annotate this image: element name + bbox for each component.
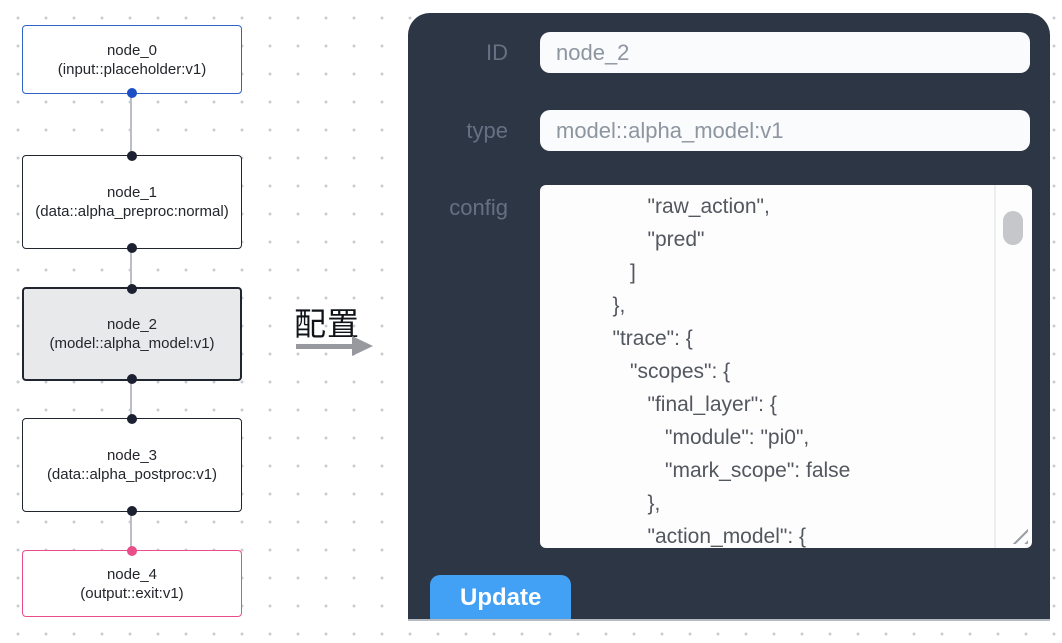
node-title: node_4 <box>106 565 158 583</box>
graph-node-node_3[interactable]: node_3 (data::alpha_postproc:v1) <box>22 414 242 516</box>
output-port[interactable] <box>127 88 137 98</box>
node-type-label: (data::alpha_preproc:normal) <box>35 203 229 220</box>
output-port[interactable] <box>127 506 137 516</box>
node-title: node_3 <box>106 447 158 464</box>
type-input[interactable] <box>540 110 1030 151</box>
graph-node-node_1[interactable]: node_1 (data::alpha_preproc:normal) <box>22 151 242 253</box>
config-scrollbar-thumb[interactable] <box>1003 211 1023 245</box>
node-title: node_1 <box>106 184 158 201</box>
right-arrow-icon <box>352 336 373 356</box>
configure-annotation: 配置 <box>294 306 361 342</box>
config-textarea[interactable]: "raw_action", "pred" ] }, "trace": { "sc… <box>540 185 1032 548</box>
node-title: node_0 <box>106 41 158 59</box>
update-button[interactable]: Update <box>430 575 572 619</box>
input-port[interactable] <box>127 284 137 294</box>
node-type-label: (output::exit:v1) <box>80 584 184 602</box>
node-title: node_2 <box>106 316 158 333</box>
node-type-label: (input::placeholder:v1) <box>57 60 207 78</box>
type-field-label: type <box>466 118 508 143</box>
node-config-panel: ID type config "raw_action", "pred" ] },… <box>408 13 1050 621</box>
output-port[interactable] <box>127 374 137 384</box>
node-type-label: (data::alpha_postproc:v1) <box>46 466 218 483</box>
id-field-label: ID <box>486 40 508 65</box>
graph-node-node_0[interactable]: node_0 (input::placeholder:v1) <box>22 25 242 98</box>
graph-node-node_4[interactable]: node_4 (output::exit:v1) <box>22 546 242 617</box>
edge-node0-node1 <box>130 94 132 155</box>
edge-node2-node3 <box>130 381 132 418</box>
node-type-label: (model::alpha_model:v1) <box>49 335 215 352</box>
output-port[interactable] <box>127 243 137 253</box>
input-port[interactable] <box>127 546 137 556</box>
edge-node1-node2 <box>130 249 132 287</box>
config-field-label: config <box>449 195 508 220</box>
edge-node3-node4 <box>130 512 132 550</box>
input-port[interactable] <box>127 151 137 161</box>
graph-node-node_2-selected[interactable]: node_2 (model::alpha_model:v1) <box>22 284 242 384</box>
right-arrow-icon <box>296 344 354 349</box>
id-input[interactable] <box>540 32 1030 73</box>
input-port[interactable] <box>127 414 137 424</box>
config-scrollbar-track[interactable] <box>994 185 1032 548</box>
